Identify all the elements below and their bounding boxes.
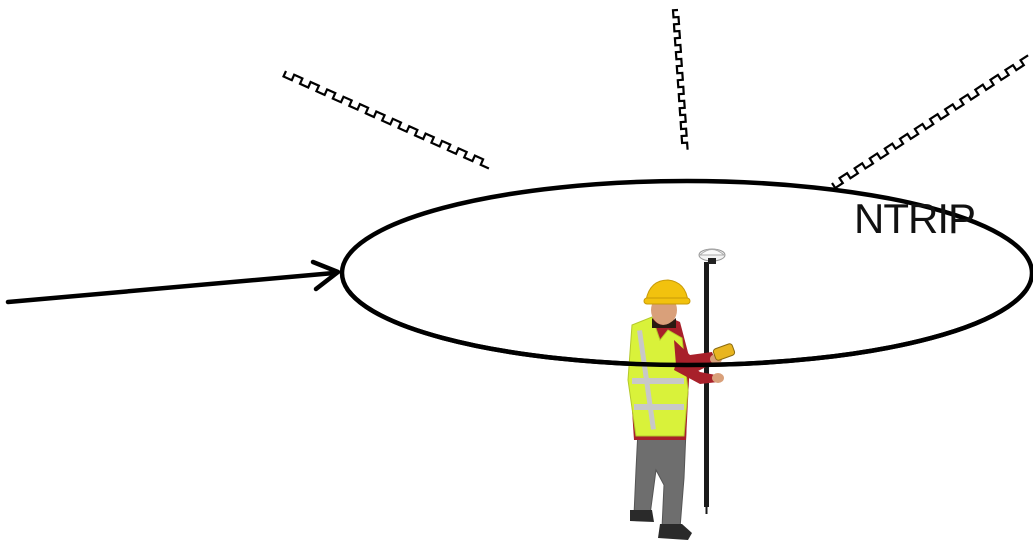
ntrip-label: NTRIP [854,198,975,240]
incoming-arrow-icon [8,262,338,302]
hard-hat-icon [644,280,690,304]
signal-wave-center-icon [673,10,688,150]
gnss-controller-icon [713,343,736,361]
gnss-antenna-icon [699,249,725,264]
survey-pole [704,262,709,507]
signal-wave-right-icon [832,55,1028,188]
signal-wave-left-icon [284,71,489,169]
surveyor-figure [628,249,735,540]
